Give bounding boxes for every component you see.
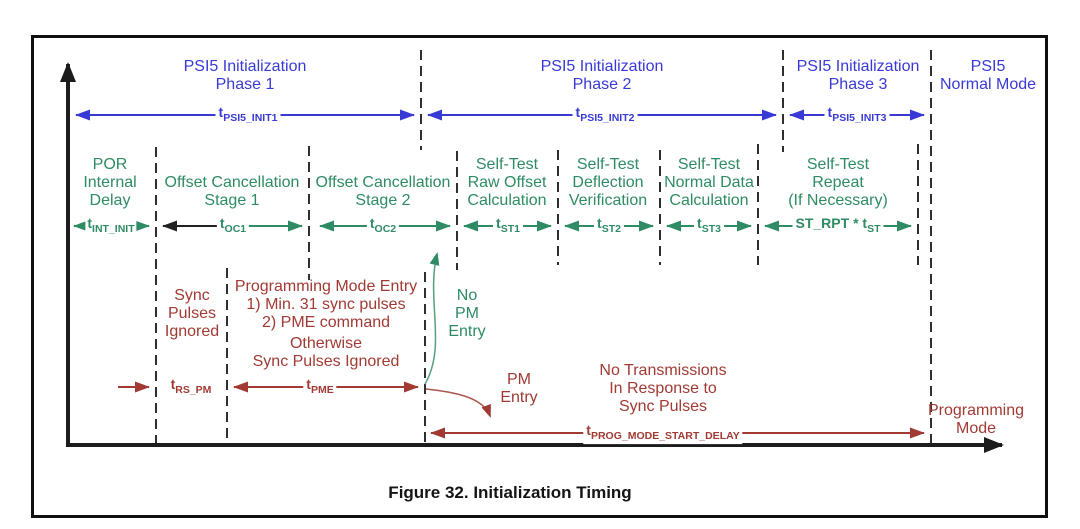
t-psi5-init1-label: tPSI5_INIT1 [215,104,281,126]
t-oc2-label: tOC2 [366,215,400,237]
no-transmissions-label: No Transmissions In Response to Sync Pul… [599,362,727,415]
pm-entry-label: PM Entry [500,371,538,406]
t-st1-label: tST1 [493,215,523,237]
sync-pulses-ignored-label: Sync Pulses Ignored [164,287,220,340]
axes [60,62,1004,453]
programming-mode-label: Programming Mode [927,402,1025,437]
figure-caption: Figure 32. Initialization Timing [388,483,632,502]
no-pm-entry-curved-arrow [424,252,440,385]
dashed-boundaries [155,50,932,443]
phase2-label: PSI5 Initialization Phase 2 [540,58,664,93]
t-st3-label: tST3 [694,215,724,237]
t-rs-pm-label: tRS_PM [167,376,215,398]
t-oc1-label: tOC1 [216,215,250,237]
t-psi5-init2-label: tPSI5_INIT2 [572,104,638,126]
t-psi5-init3-label: tPSI5_INIT3 [824,104,890,126]
phase1-label: PSI5 Initialization Phase 1 [183,58,307,93]
no-pm-entry-label: No PM Entry [448,287,486,340]
normal-mode-label: PSI5 Normal Mode [939,58,1037,93]
t-prog-mode-start-delay-label: tPROG_MODE_START_DELAY [583,422,743,444]
t-int-init-label: tINT_INIT [85,215,137,237]
st-rpt-t-st-label: ST_RPT * tST [792,215,884,237]
pm-entry-curved-arrow [425,388,491,418]
t-pme-label: tPME [303,376,337,398]
t-st2-label: tST2 [594,215,624,237]
programming-mode-entry-note: Programming Mode Entry 1) Min. 31 sync p… [234,278,418,370]
phase3-label: PSI5 Initialization Phase 3 [796,58,920,93]
